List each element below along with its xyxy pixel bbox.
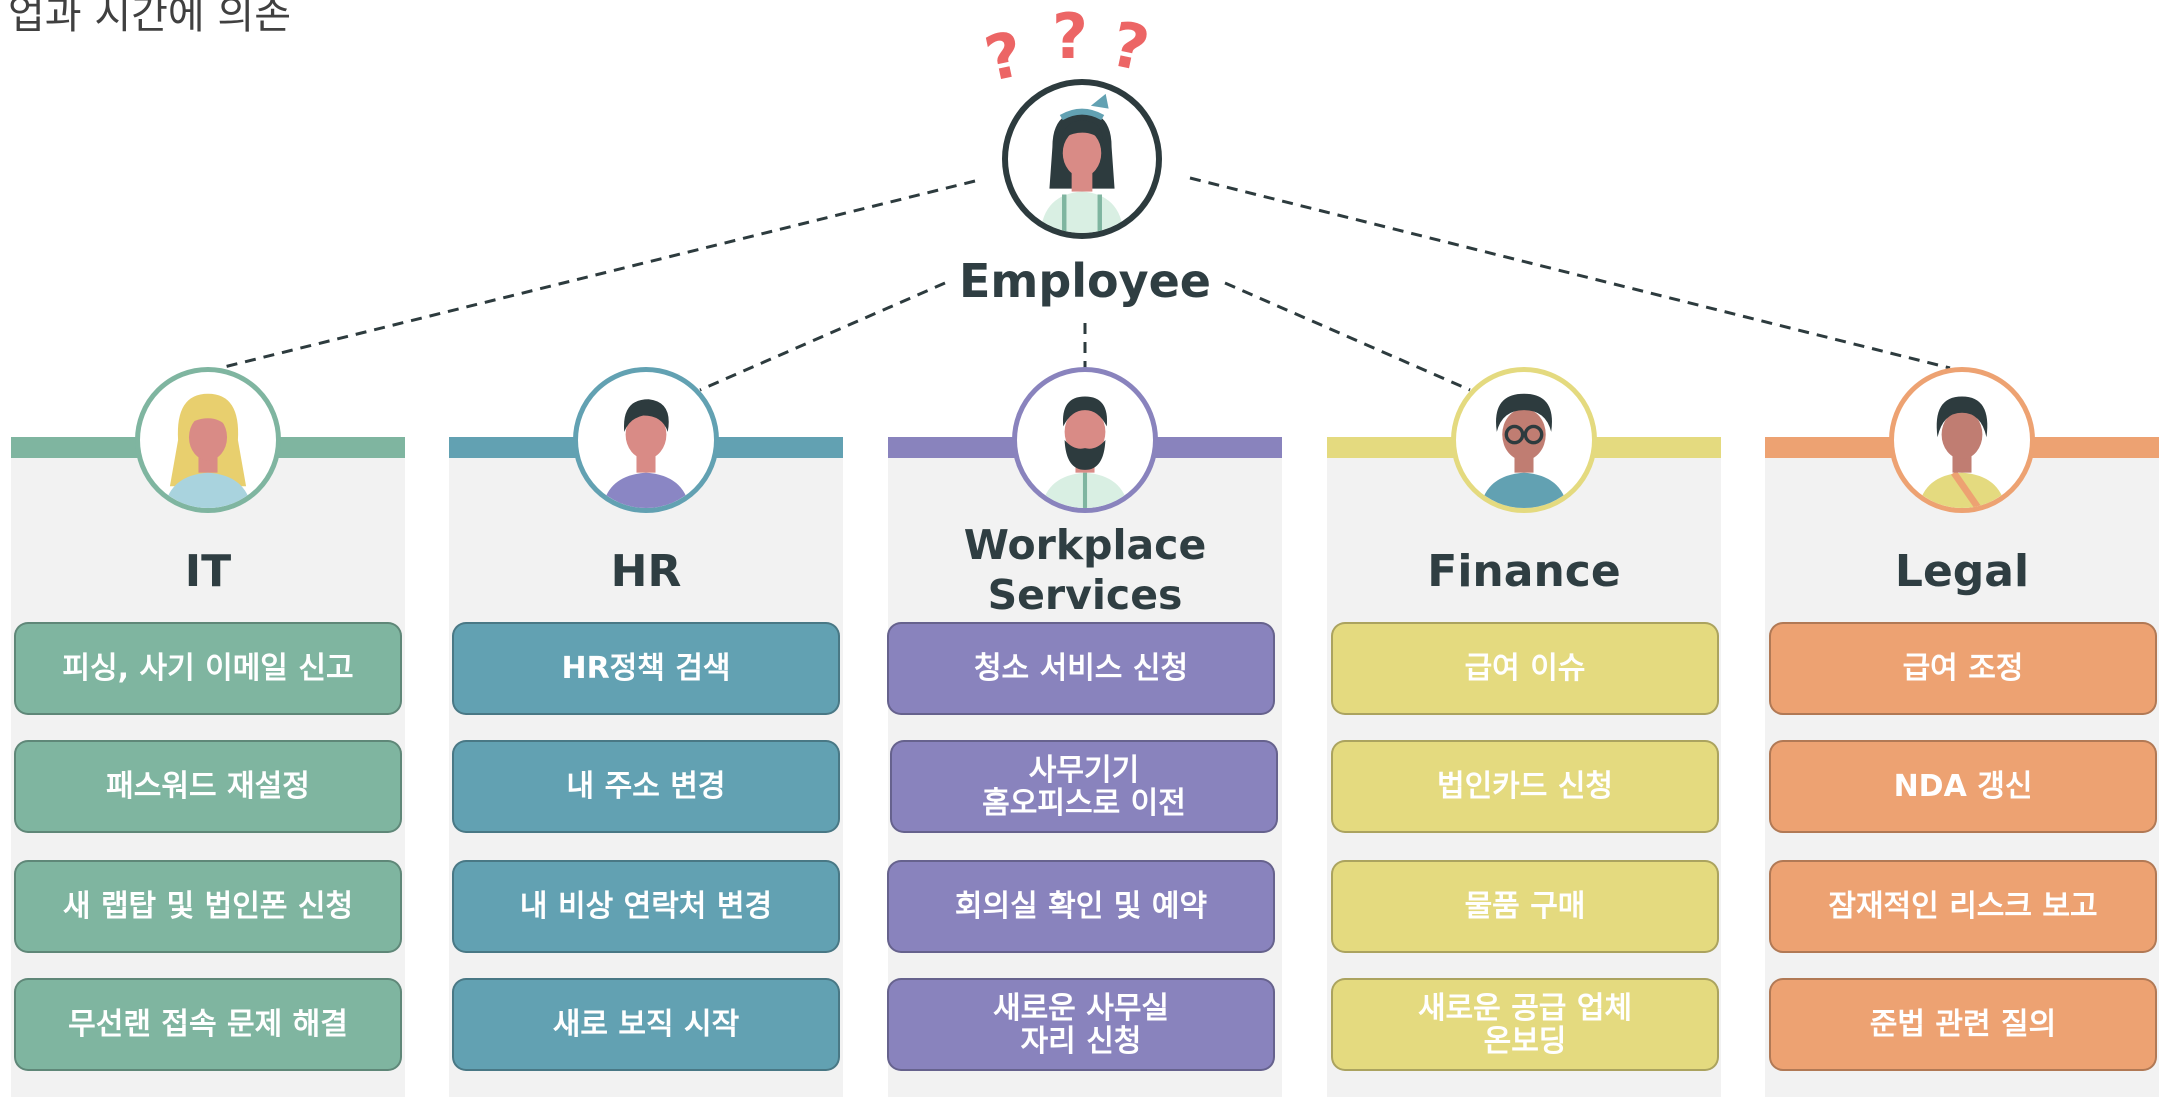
task-workplace-1[interactable]: 청소 서비스 신청 <box>887 622 1275 715</box>
connector-finance <box>1224 281 1471 392</box>
task-legal-2[interactable]: NDA 갱신 <box>1769 740 2157 833</box>
task-finance-1[interactable]: 급여 이슈 <box>1331 622 1719 715</box>
column-it-title: IT <box>184 546 232 597</box>
header-note: ∣업과 시간에 의존 <box>0 0 292 38</box>
finance-person-icon <box>1480 393 1568 508</box>
column-it-avatar <box>135 367 281 513</box>
task-hr-3[interactable]: 내 비상 연락처 변경 <box>452 860 840 953</box>
column-workplace-title: Workplace Services <box>963 521 1207 619</box>
task-it-3[interactable]: 새 랩탑 및 법인폰 신청 <box>14 860 402 953</box>
task-hr-2[interactable]: 내 주소 변경 <box>452 740 840 833</box>
workplace-person-icon <box>1041 396 1129 508</box>
task-legal-3[interactable]: 잠재적인 리스크 보고 <box>1769 860 2157 953</box>
task-legal-4[interactable]: 준법 관련 질의 <box>1769 978 2157 1071</box>
column-workplace-avatar <box>1012 367 1158 513</box>
it-person-icon <box>164 393 252 508</box>
task-workplace-2[interactable]: 사무기기 홈오피스로 이전 <box>890 740 1278 833</box>
task-legal-1[interactable]: 급여 조정 <box>1769 622 2157 715</box>
task-finance-3[interactable]: 물품 구매 <box>1331 860 1719 953</box>
column-legal-title: Legal <box>1894 546 2030 597</box>
task-finance-2[interactable]: 법인카드 신청 <box>1331 740 1719 833</box>
column-legal-avatar <box>1889 367 2035 513</box>
task-hr-4[interactable]: 새로 보직 시작 <box>452 978 840 1071</box>
question-mark-2: ? <box>1052 0 1088 73</box>
task-workplace-4[interactable]: 새로운 사무실 자리 신청 <box>887 978 1275 1071</box>
column-finance-title: Finance <box>1427 546 1621 597</box>
employee-avatar <box>1002 79 1162 239</box>
task-hr-1[interactable]: HR정책 검색 <box>452 622 840 715</box>
task-finance-4[interactable]: 새로운 공급 업체 온보딩 <box>1331 978 1719 1071</box>
column-finance-avatar <box>1451 367 1597 513</box>
task-it-1[interactable]: 피싱, 사기 이메일 신고 <box>14 622 402 715</box>
task-workplace-3[interactable]: 회의실 확인 및 예약 <box>887 860 1275 953</box>
connector-hr <box>699 281 946 392</box>
legal-person-icon <box>1918 396 2006 508</box>
column-hr-title: HR <box>610 546 682 597</box>
employee-person-icon <box>1040 93 1124 233</box>
task-it-2[interactable]: 패스워드 재설정 <box>14 740 402 833</box>
connector-legal <box>1189 176 1951 370</box>
connector-it <box>219 179 976 370</box>
task-it-4[interactable]: 무선랜 접속 문제 해결 <box>14 978 402 1071</box>
hr-person-icon <box>602 399 690 508</box>
employee-label: Employee <box>958 254 1212 308</box>
column-hr-avatar <box>573 367 719 513</box>
